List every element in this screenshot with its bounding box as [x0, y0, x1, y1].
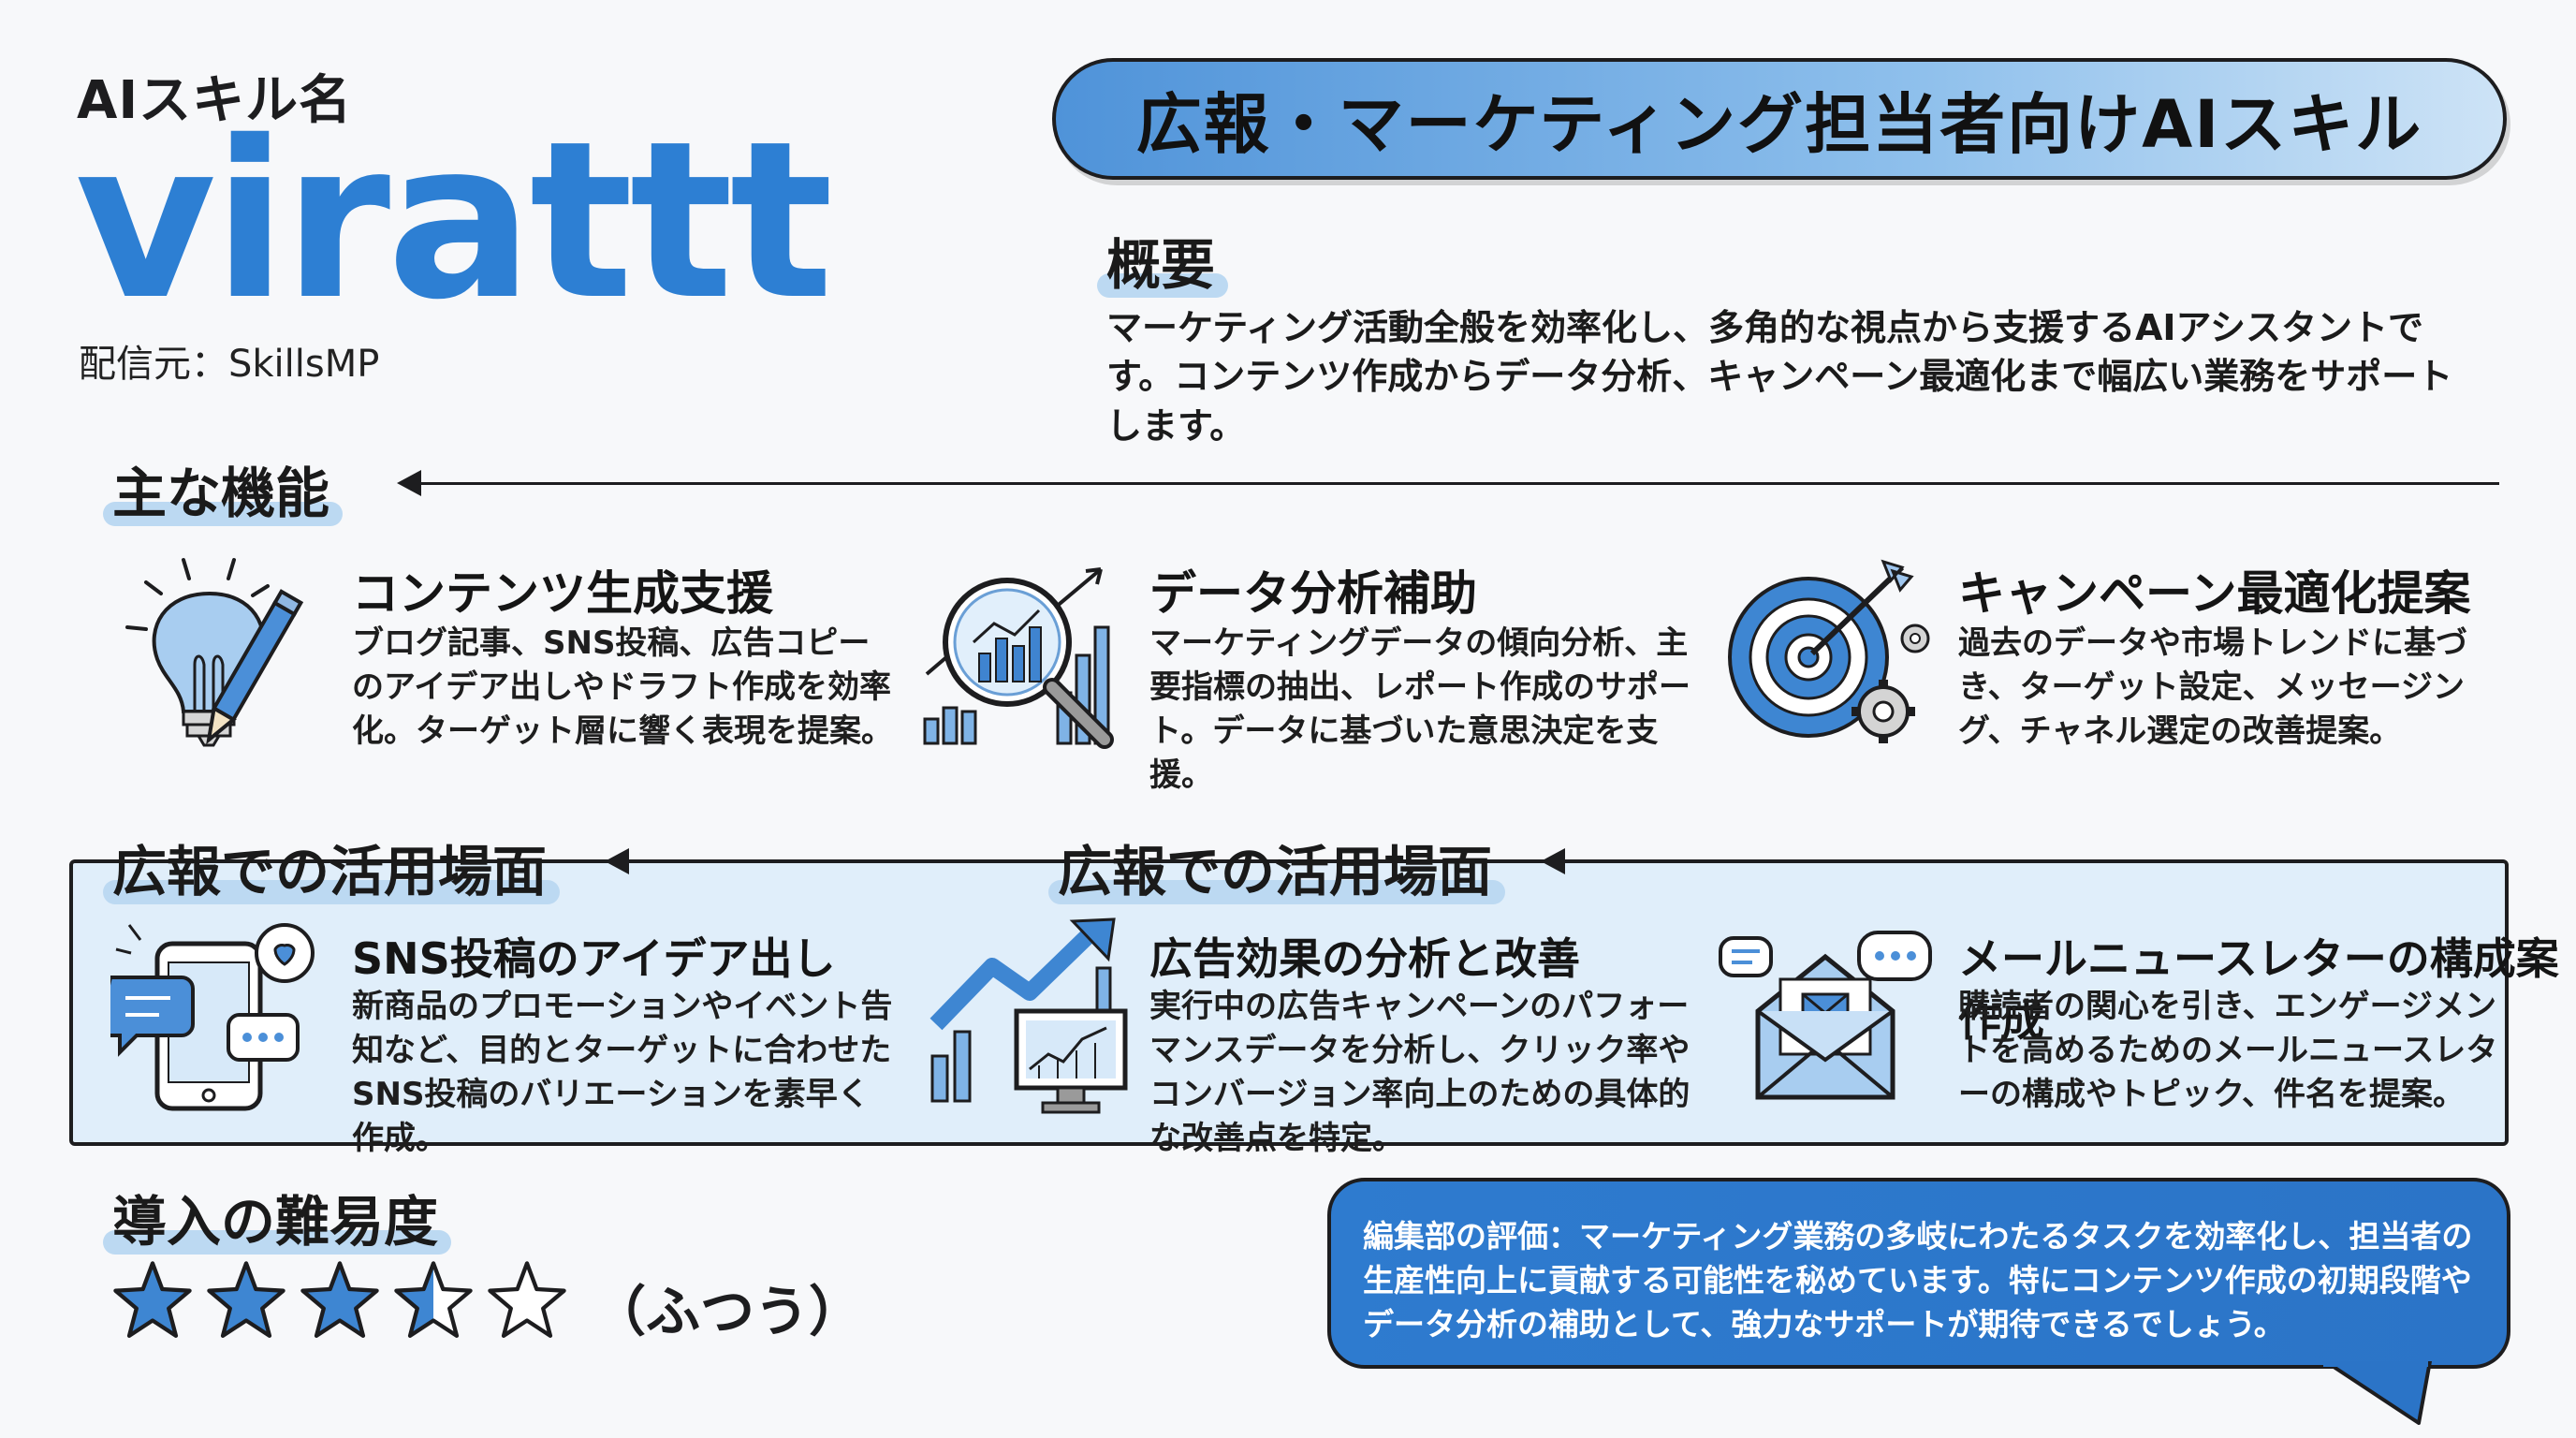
star-filled-icon	[300, 1261, 379, 1338]
usecase-heading-left: 広報での活用場面	[102, 828, 561, 906]
overview-text: マーケティング活動全般を効率化し、多角的な視点から支援するAIアシスタントです。…	[1106, 307, 2453, 447]
star-rating	[112, 1260, 567, 1341]
feature-text: マーケティングデータの傾向分析、主要指標の抽出、レポート作成のサポート。データに…	[1149, 624, 1690, 794]
usecase-text: 新商品のプロモーションやイベント告知など、目的とターゲットに合わせたSNS投稿の…	[352, 988, 893, 1157]
features-heading: 主な機能	[102, 449, 344, 528]
feature-title: コンテンツ生成支援	[352, 566, 773, 621]
usecase-panel	[69, 859, 2509, 1146]
overview-heading: 概要	[1096, 221, 1229, 300]
title-banner: 広報・マーケティング担当者向けAIスキル	[1052, 58, 2507, 180]
usecase-title: 広告効果の分析と改善	[1149, 933, 1580, 984]
arrow-left-icon	[1541, 848, 1565, 874]
review-text: 編集部の評価：マーケティング業務の多岐にわたるタスクを効率化し、担当者の生産性向…	[1363, 1218, 2473, 1343]
difficulty-heading: 導入の難易度	[102, 1178, 452, 1256]
banner-title: 広報・マーケティング担当者向けAIスキル	[1135, 85, 2423, 163]
usecase-text: 実行中の広告キャンペーンのパフォーマンスデータを分析し、クリック率やコンバージョ…	[1149, 988, 1690, 1157]
feature-text: 過去のデータや市場トレンドに基づき、ターゲット設定、メッセージング、チャネル選定…	[1958, 624, 2467, 750]
rating-label: （ふつう）	[592, 1280, 864, 1343]
lightbulb-pen-icon	[109, 552, 333, 758]
envelope-chat-icon	[1719, 923, 1943, 1129]
feature-text: ブログ記事、SNS投稿、広告コピーのアイデア出しやドラフト作成を効率化。ターゲッ…	[352, 624, 893, 750]
star-empty-icon	[488, 1261, 566, 1338]
bubble-tail-icon	[2323, 1361, 2432, 1425]
feature-title: データ分析補助	[1149, 566, 1477, 621]
usecase-text: 購読者の関心を引き、エンゲージメントを高めるためのメールニュースレターの構成やト…	[1958, 988, 2498, 1113]
target-gear-icon	[1719, 549, 1943, 755]
divider-line	[412, 482, 2499, 485]
smartphone-chat-icon	[96, 917, 335, 1123]
skill-name-label: AIスキル名	[77, 70, 353, 131]
star-filled-icon	[113, 1261, 192, 1338]
star-half-icon	[394, 1261, 473, 1338]
magnifier-chart-icon	[917, 552, 1142, 758]
review-bubble: 編集部の評価：マーケティング業務の多岐にわたるタスクを効率化し、担当者の生産性向…	[1327, 1178, 2510, 1369]
skill-name: virattt	[75, 95, 833, 347]
star-filled-icon	[207, 1261, 285, 1338]
feature-title: キャンペーン最適化提案	[1958, 566, 2471, 621]
usecase-title: メールニュースレターの構成案作成	[1958, 933, 2559, 1046]
usecase-title: SNS投稿のアイデア出し	[352, 933, 836, 984]
source-label: 配信元：SkillsMP	[79, 343, 380, 386]
growth-chart-monitor-icon	[927, 916, 1151, 1122]
divider-line	[622, 860, 1024, 863]
usecase-heading-right: 広報での活用場面	[1047, 828, 1506, 906]
